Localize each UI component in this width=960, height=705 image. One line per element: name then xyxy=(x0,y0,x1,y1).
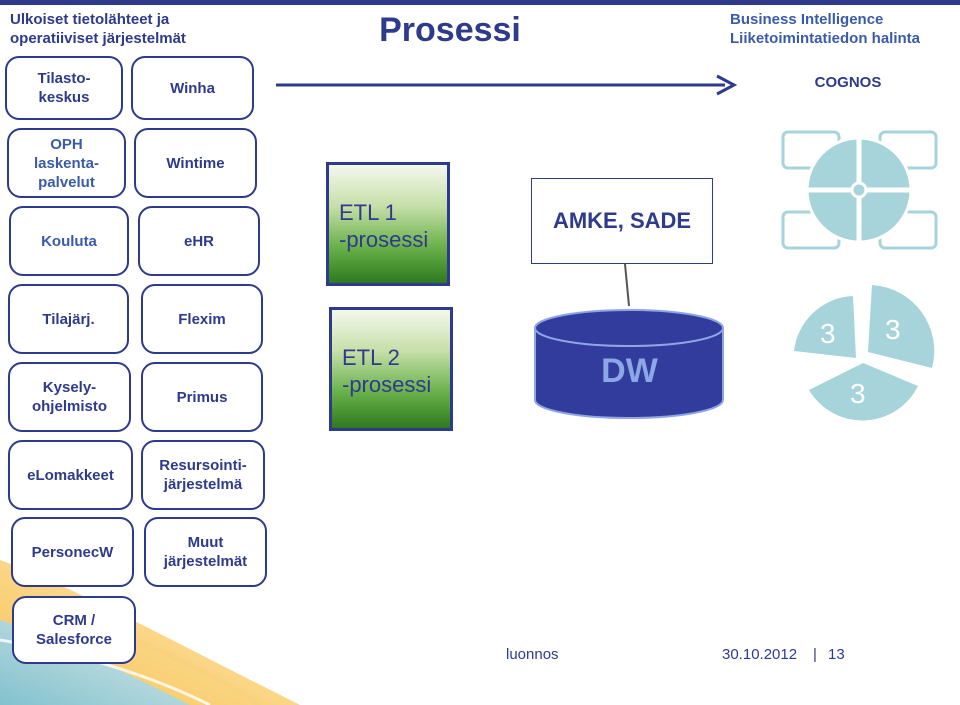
source-resursointi[interactable]: Resursointi- järjestelmä xyxy=(141,440,265,510)
source-oph[interactable]: OPH laskenta- palvelut xyxy=(7,128,126,198)
bi-heading-line1: Business Intelligence xyxy=(730,11,884,28)
source-personec[interactable]: PersonecW xyxy=(11,517,134,587)
bi-heading-line2: Liiketoimintatiedon halinta xyxy=(730,30,921,47)
footer-page-number: 13 xyxy=(828,646,845,663)
etl1-box[interactable]: ETL 1 -prosessi xyxy=(326,162,450,286)
source-wintime[interactable]: Wintime xyxy=(134,128,257,198)
source-flexim[interactable]: Flexim xyxy=(141,284,263,354)
etl2-box[interactable]: ETL 2 -prosessi xyxy=(329,307,453,431)
source-winha[interactable]: Winha xyxy=(131,56,254,120)
pie-label-right: 3 xyxy=(885,314,901,345)
connector-line xyxy=(624,263,630,307)
dw-database-icon[interactable] xyxy=(532,308,727,420)
footer-separator: | xyxy=(813,646,817,663)
source-crm[interactable]: CRM / Salesforce xyxy=(12,596,136,664)
pie-chart-icon xyxy=(794,285,935,421)
bi-heading: Business Intelligence Liiketoimintatiedo… xyxy=(730,10,950,48)
footer-draft: luonnos xyxy=(506,646,559,663)
source-tilajarj[interactable]: Tilajärj. xyxy=(8,284,129,354)
source-kysely[interactable]: Kysely- ohjelmisto xyxy=(8,362,131,432)
source-tilastokeskus[interactable]: Tilasto- keskus xyxy=(5,56,123,120)
process-arrow xyxy=(276,74,738,96)
cube-icon xyxy=(781,130,938,250)
top-accent-bar xyxy=(0,0,960,5)
source-ehr[interactable]: eHR xyxy=(138,206,260,276)
pie-label-bottom: 3 xyxy=(850,378,866,409)
source-kouluta[interactable]: Kouluta xyxy=(9,206,129,276)
source-primus[interactable]: Primus xyxy=(141,362,263,432)
page-title: Prosessi xyxy=(379,11,521,49)
dw-label: DW xyxy=(601,352,658,390)
source-muut[interactable]: Muut järjestelmät xyxy=(144,517,267,587)
footer-date: 30.10.2012 xyxy=(722,646,798,663)
sources-heading: Ulkoiset tietolähteet ja operatiiviset j… xyxy=(10,11,186,47)
amke-sade-box[interactable]: AMKE, SADE xyxy=(531,178,713,264)
pie-label-left: 3 xyxy=(820,318,836,349)
source-elomakkeet[interactable]: eLomakkeet xyxy=(8,440,133,510)
cognos-label: COGNOS xyxy=(814,74,882,91)
